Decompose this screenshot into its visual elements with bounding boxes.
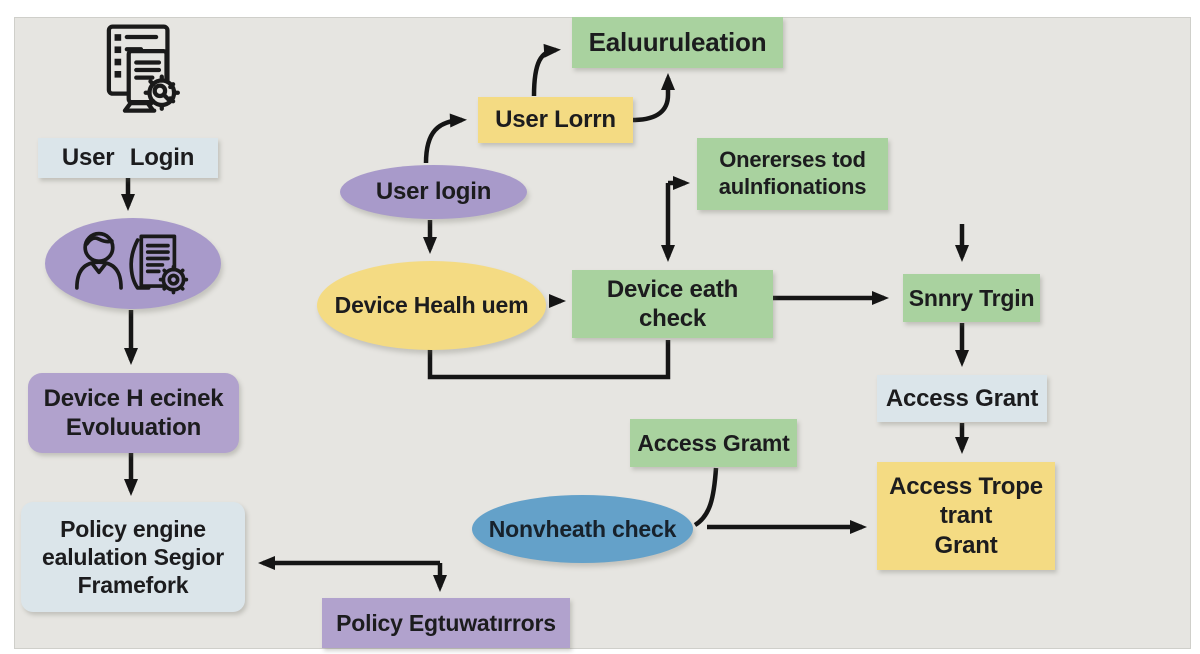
computer-document-gear-icon — [92, 20, 190, 122]
node-evaluation-box: Ealuuruleation — [572, 17, 783, 68]
node-identity-ellipse — [45, 218, 221, 309]
node-policy-errors-box: Policy Egtuwatırrors — [322, 598, 570, 648]
node-access-grant-box: Access Grant — [877, 375, 1047, 422]
node-user-login-ellipse: User login — [340, 165, 527, 219]
node-snnry-trgin-box: Snnry Trgin — [903, 274, 1040, 322]
node-user-login-box: User Login — [38, 138, 218, 178]
node-policy-engine-box: Policy engine ealulation Segior Framefor… — [21, 502, 245, 612]
node-access-trope-box: Access Trope trant Grant — [877, 462, 1055, 570]
node-access-gramt-box: Access Gramt — [630, 419, 797, 467]
node-device-check-evaluation-box: Device H ecinek Evoluuation — [28, 373, 239, 453]
node-device-health-ellipse: Device Healh uem — [317, 261, 546, 350]
node-device-eath-check-box: Device eath check — [572, 270, 773, 338]
node-onererses-box: Onererses tod aulnfionations — [697, 138, 888, 210]
person-document-gear-icon — [75, 231, 189, 294]
node-nonvheath-ellipse: Nonvheath check — [472, 495, 693, 563]
node-user-lorrn-box: User Lorrn — [478, 97, 633, 143]
